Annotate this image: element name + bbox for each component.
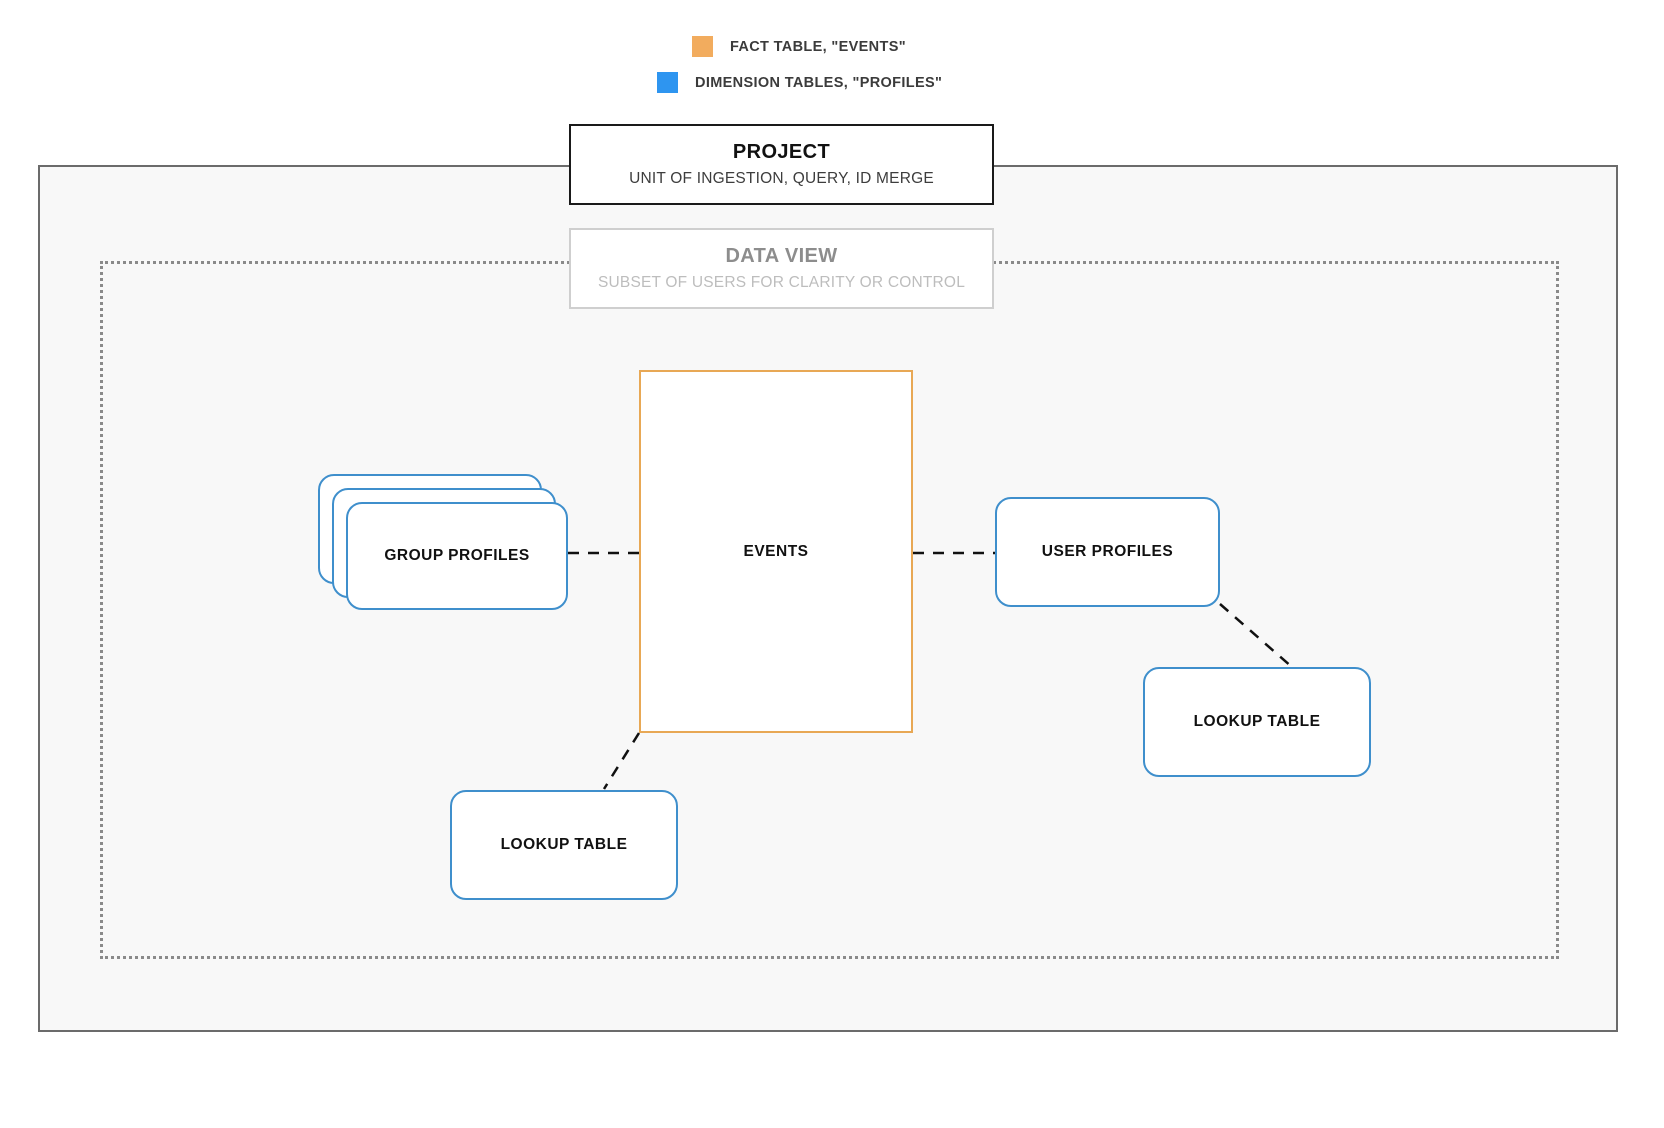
node-user-profiles[interactable]: USER PROFILES bbox=[995, 497, 1220, 607]
project-card: PROJECT UNIT OF INGESTION, QUERY, ID MER… bbox=[569, 124, 994, 205]
node-lookup-table-left[interactable]: LOOKUP TABLE bbox=[450, 790, 678, 900]
group-profiles-stack-card-front[interactable]: GROUP PROFILES bbox=[346, 502, 568, 610]
project-title: PROJECT bbox=[732, 141, 831, 163]
node-label-lookup-table-left: LOOKUP TABLE bbox=[500, 836, 628, 853]
data-view-subtitle: SUBSET OF USERS FOR CLARITY OR CONTROL bbox=[597, 274, 966, 291]
node-events[interactable]: EVENTS bbox=[639, 370, 913, 733]
data-view-card: DATA VIEW SUBSET OF USERS FOR CLARITY OR… bbox=[569, 228, 994, 309]
node-lookup-table-right[interactable]: LOOKUP TABLE bbox=[1143, 667, 1371, 777]
node-label-group-profiles: GROUP PROFILES bbox=[384, 547, 530, 564]
node-label-user-profiles: USER PROFILES bbox=[1041, 543, 1174, 560]
square-swatch-icon bbox=[657, 72, 678, 93]
node-group-profiles[interactable]: GROUP PROFILES bbox=[318, 474, 568, 610]
legend-label-fact-table: FACT TABLE, "EVENTS" bbox=[730, 38, 906, 55]
project-subtitle: UNIT OF INGESTION, QUERY, ID MERGE bbox=[629, 170, 934, 187]
legend-item-dimension-tables: DIMENSION TABLES, "PROFILES" bbox=[657, 72, 942, 93]
square-swatch-icon bbox=[692, 36, 713, 57]
legend-label-dimension-tables: DIMENSION TABLES, "PROFILES" bbox=[695, 74, 943, 91]
data-view-title: DATA VIEW bbox=[725, 245, 838, 267]
legend-item-fact-table: FACT TABLE, "EVENTS" bbox=[692, 36, 906, 57]
node-label-events: EVENTS bbox=[743, 542, 809, 560]
node-label-lookup-table-right: LOOKUP TABLE bbox=[1193, 713, 1321, 730]
